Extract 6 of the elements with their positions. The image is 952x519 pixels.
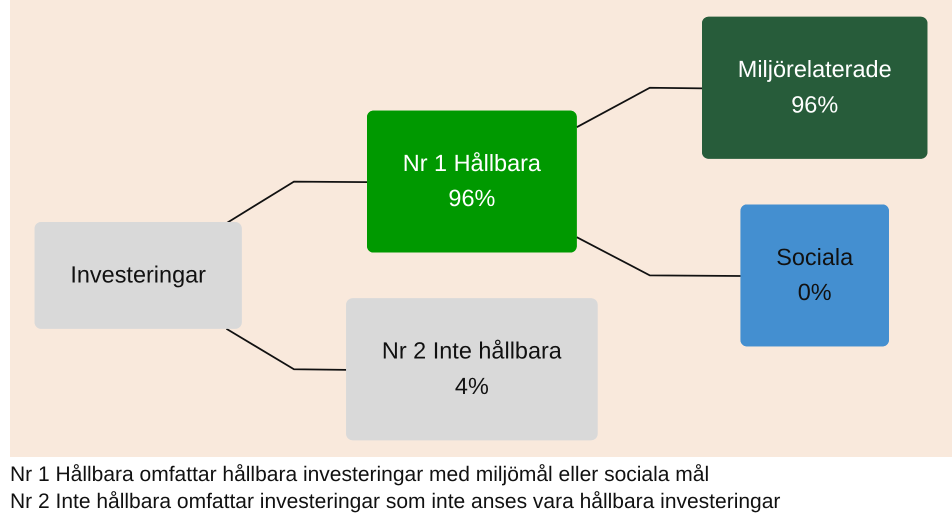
note-text: Nr 1 Hållbara omfattar hållbara investeringar med miljömål eller sociala mål xyxy=(10,462,710,488)
connector xyxy=(576,236,742,277)
note-text: Nr 2 Inte hållbara omfattar investeringar som inte anses vara hållbara investeringar xyxy=(10,489,782,515)
connector xyxy=(576,86,704,128)
connector xyxy=(226,328,348,371)
connector xyxy=(226,180,368,224)
